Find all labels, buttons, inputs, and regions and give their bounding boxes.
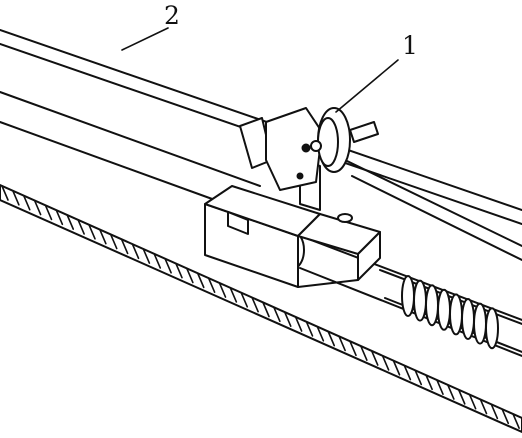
rack-tooth (44, 204, 53, 221)
rack-tooth (327, 330, 336, 347)
rack-tooth (273, 306, 281, 323)
rack-tooth (142, 248, 151, 264)
rack-tooth (262, 301, 270, 318)
rack-tooth (370, 350, 379, 366)
rack-tooth (479, 398, 488, 415)
rack-tooth (186, 267, 194, 284)
rack-tooth (196, 272, 205, 289)
rack-tooth (120, 238, 129, 255)
thread-turn (413, 279, 427, 322)
rack-tooth (490, 403, 499, 420)
carriage-block (204, 185, 381, 288)
rack-tooth (109, 233, 118, 250)
rack-tooth (305, 321, 314, 337)
thread-turn (437, 288, 451, 331)
rack-tooth (425, 374, 433, 391)
rack-tooth (66, 214, 75, 230)
rack-tooth (360, 345, 368, 361)
rack-tooth (229, 287, 238, 303)
rack-tooth (33, 199, 42, 216)
leader-line-2 (121, 27, 169, 51)
rack-tooth (338, 335, 346, 352)
rack-tooth (12, 190, 20, 206)
tool-head (239, 107, 379, 211)
rack-tooth (447, 384, 455, 400)
rack-tooth (22, 194, 31, 211)
leader-line-1 (335, 59, 399, 113)
label-part-2: 2 (164, 1, 180, 30)
rack-tooth (218, 282, 227, 298)
thread-turn (485, 307, 499, 350)
rack-tooth (436, 379, 444, 395)
rack-tooth (153, 253, 162, 269)
rack-tooth (283, 311, 292, 328)
rack-tooth (294, 316, 303, 332)
rack-tooth (240, 291, 249, 308)
rack-tooth (175, 262, 183, 279)
label-part-1: 1 (402, 31, 418, 60)
rack-tooth (316, 325, 325, 342)
rack-tooth (207, 277, 216, 294)
thread-turn (449, 293, 463, 336)
rack-tooth (131, 243, 140, 260)
thread-turn (473, 302, 487, 345)
rack-tooth (501, 408, 510, 425)
rack-tooth (392, 359, 401, 376)
rack-tooth (1, 185, 9, 201)
rack-tooth (457, 389, 466, 405)
rack-tooth (468, 393, 477, 410)
thread-turn (425, 284, 439, 327)
rack-teeth (1, 185, 520, 429)
thread-turn (461, 298, 475, 340)
rack-tooth (403, 364, 412, 381)
rack-tooth (164, 258, 172, 274)
rack-tooth (381, 355, 390, 371)
screw-thread (401, 275, 499, 350)
rack-tooth (77, 219, 85, 235)
rack-tooth (55, 209, 64, 226)
thread-turn (401, 275, 415, 317)
rack-tooth (414, 369, 423, 386)
rack-tooth (88, 224, 96, 240)
rack-tooth (349, 340, 357, 357)
rack-tooth (99, 228, 107, 245)
gear-rack (0, 184, 522, 433)
rack-tooth (251, 296, 259, 313)
rack-tooth (512, 413, 520, 429)
